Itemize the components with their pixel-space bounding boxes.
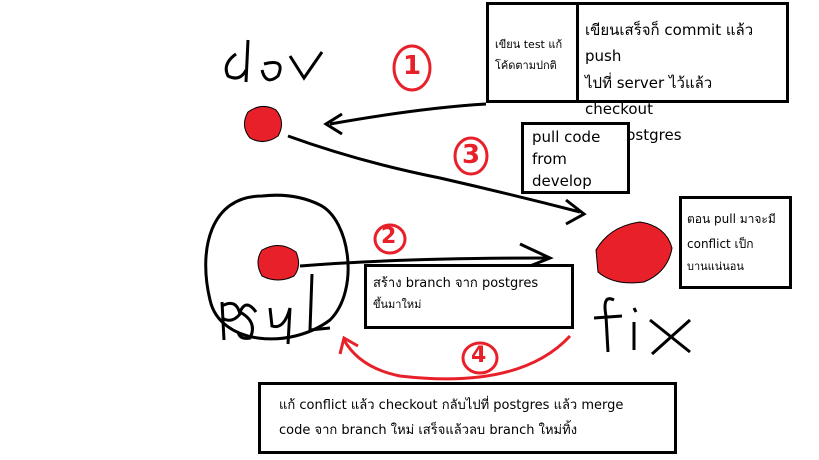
- merge-note-box: แก้ conflict แล้ว checkout กลับไปที่ pos…: [258, 382, 677, 454]
- arrow-step-4-head: [338, 335, 359, 355]
- arrow-step-4: [342, 334, 572, 381]
- pull-note-line3: develop: [532, 171, 592, 190]
- psql-label-strokes: [220, 273, 331, 345]
- fix-note-line1: ตอน pull มาจะมี: [687, 212, 776, 226]
- dev-note-right-line1: เขียนเสร็จก็ commit แล้ว push: [585, 21, 754, 66]
- pull-note-line1: pull code: [532, 128, 601, 146]
- fix-note-line2: conflict เป็ก: [687, 236, 754, 251]
- dev-note-right-line2: ไปที่ server ไว้แล้ว checkout: [585, 73, 713, 118]
- fix-node: [595, 221, 673, 284]
- arrow-step-3: [287, 134, 581, 214]
- fix-note-line3: บานแน่นอน: [687, 260, 744, 274]
- fix-note-box: ตอน pull มาจะมี conflict เป็ก บานแน่นอน: [679, 196, 792, 289]
- pull-note-line2: from: [532, 149, 567, 168]
- pull-note-box: pull code from develop: [521, 122, 630, 194]
- arrow-step-3-head: [565, 198, 587, 226]
- arrow-step-1-head: [323, 112, 343, 136]
- step-4-circle: [461, 341, 499, 375]
- step-1-number: 1: [403, 51, 422, 81]
- step-2-circle: [373, 223, 407, 255]
- dev-label: dev: [212, 28, 214, 29]
- dev-label-strokes: [224, 39, 324, 83]
- merge-note-line1: แก้ conflict แล้ว checkout กลับไปที่ pos…: [279, 398, 624, 413]
- arrow-step-1: [329, 102, 487, 126]
- dev-node: [244, 106, 282, 142]
- step-1-circle: [392, 44, 432, 92]
- fix-label-strokes: [593, 297, 692, 356]
- dev-note-right-box: เขียนเสร็จก็ commit แล้ว push ไปที่ serv…: [576, 2, 789, 144]
- psql-node: [257, 245, 300, 281]
- fix-label: fix: [600, 300, 601, 301]
- step-4-number: 4: [471, 343, 487, 368]
- step-2-number: 2: [381, 224, 397, 249]
- step-3-circle: [453, 136, 489, 176]
- arrow-step-2: [299, 256, 549, 268]
- branch-note-line2: ขึ้นมาใหม่: [373, 298, 422, 312]
- psql-label: psql: [212, 300, 214, 301]
- dev-note-left-box: เขียน test แก้ โค้ดตามปกติ: [486, 2, 579, 103]
- merge-note-line2: code จาก branch ใหม่ เสร็จแล้วลบ branch …: [279, 423, 578, 439]
- step-3-number: 3: [462, 140, 481, 170]
- dev-note-left-text: เขียน test แก้ โค้ดตามปกติ: [495, 38, 563, 72]
- branch-note-line1: สร้าง branch จาก postgres: [373, 276, 539, 291]
- branch-note-box: สร้าง branch จาก postgres ขึ้นมาใหม่: [364, 264, 574, 329]
